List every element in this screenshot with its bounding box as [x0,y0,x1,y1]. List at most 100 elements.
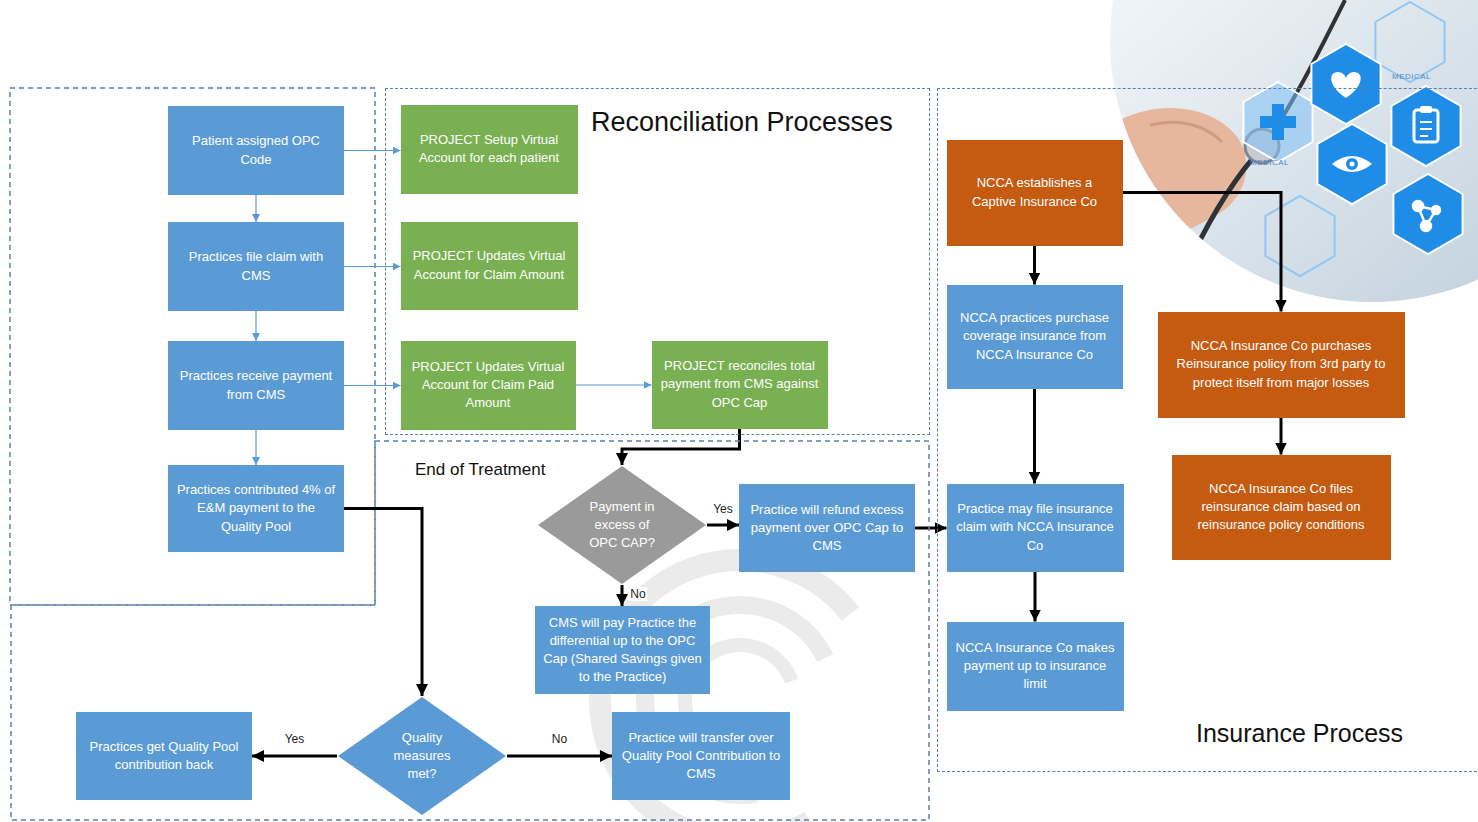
decision-diamond: Payment in excess of OPC CAP? [537,465,707,585]
process-box: PROJECT reconciles total payment from CM… [652,341,828,429]
heart-icon [1331,72,1360,98]
connector [707,524,739,527]
clipboard-body [1414,110,1438,142]
hexagon [1391,86,1460,166]
process-box: Practice may file insurance claim with N… [947,484,1124,572]
box-text: NCCA Insurance Co purchases Reinsurance … [1166,337,1397,392]
edge-label: Yes [711,502,735,516]
box-text: NCCA Insurance Co files reinsurance clai… [1180,480,1383,535]
connector [915,527,947,530]
hexagon [1243,82,1312,162]
box-text: PROJECT Updates Virtual Account for Clai… [409,247,570,283]
box-text: Practices contributed 4% of E&M payment … [176,481,336,536]
cross-icon [1260,104,1296,140]
process-box: NCCA Insurance Co purchases Reinsurance … [1158,312,1405,418]
process-box: PROJECT Updates Virtual Account for Clai… [401,341,576,430]
atom [1421,221,1431,231]
hexagon [1375,2,1444,82]
region-outline [10,88,375,605]
connector [252,755,337,758]
box-text: Practice will transfer over Quality Pool… [620,729,782,784]
connector [621,585,624,606]
hexagon [1393,174,1462,254]
process-box: Practice will transfer over Quality Pool… [612,712,790,800]
region-heading: Insurance Process [1196,719,1403,748]
connector [576,384,652,385]
hexagon [1311,44,1380,124]
connector [344,509,422,697]
connector [622,429,740,466]
connector [344,385,401,386]
connector [1034,572,1037,622]
process-box: NCCA establishes a Captive Insurance Co [947,140,1123,246]
connector [1280,418,1283,455]
process-box: NCCA Insurance Co makes payment up to in… [947,622,1124,711]
region-panel: PROJECT Setup Virtual Account for each p… [385,88,930,435]
edge-label: Yes [283,732,307,746]
atom [1432,206,1440,214]
molecule-icon [1413,201,1440,231]
connector [344,266,401,267]
process-box: PROJECT Updates Virtual Account for Clai… [401,222,578,310]
connector [255,311,256,341]
connector [507,755,612,758]
process-box: Practices file claim with CMS [168,222,344,311]
box-text: CMS will pay Practice the differential u… [543,614,702,687]
process-box: NCCA Insurance Co files reinsurance clai… [1172,455,1391,560]
process-box: Practice will refund excess payment over… [739,484,915,572]
connector [1033,246,1036,285]
box-text: NCCA practices purchase coverage insuran… [955,309,1115,364]
clipboard-lines [1420,122,1432,136]
clipboard-icon [1414,106,1438,142]
box-text: Practices receive payment from CMS [176,367,336,403]
medical-illustration [1100,0,1478,310]
process-box: PROJECT Setup Virtual Account for each p… [401,105,578,194]
watermark-text: MEDICAL [1392,72,1431,81]
decision-text: Payment in excess of OPC CAP? [584,498,660,553]
box-text: NCCA establishes a Captive Insurance Co [955,174,1115,210]
region-panel: Payment in excess of OPC CAP? Practice wi… [10,440,930,822]
stethoscope-tube [1168,148,1262,310]
process-box: CMS will pay Practice the differential u… [535,606,710,694]
process-box: Practices contributed 4% of E&M payment … [168,465,344,552]
edge-label: No [550,732,569,746]
edge-label: No [628,587,647,601]
decision-text: Quality measures met? [384,729,460,784]
hexagon [1317,124,1386,204]
connector [344,150,401,151]
box-text: PROJECT reconciles total payment from CM… [660,357,820,412]
eye-icon [1332,156,1372,172]
hand [1120,108,1246,250]
watermark-text: MEDICAL [1250,158,1289,167]
region-panel: NCCA establishes a Captive Insurance Co N… [937,88,1478,772]
diamond-fill [338,697,506,815]
box-text: NCCA Insurance Co makes payment up to in… [955,639,1116,694]
connector [1123,193,1282,312]
region-heading: Reconciliation Processes [591,107,893,138]
connector [255,430,256,465]
eye-glint [1350,162,1355,167]
hexagon [1265,196,1334,276]
decision-diamond: Quality measures met? [337,696,507,816]
box-text: Patient assigned OPC Code [176,132,336,168]
process-box: Practices get Quality Pool contribution … [76,712,252,800]
region-heading: End of Treatment [415,460,545,480]
box-text: Practice may file insurance claim with N… [955,500,1116,555]
photo-ground [1100,0,1478,310]
eye-shape [1332,156,1372,172]
clipboard-clip [1420,106,1432,113]
region-border [11,441,929,820]
box-text: Practices get Quality Pool contribution … [84,738,244,774]
process-box: Patient assigned OPC Code [168,106,344,195]
eye-iris [1346,158,1358,170]
box-text: Practice will refund excess payment over… [747,501,907,556]
diamond-fill [538,466,706,584]
connector [255,195,256,222]
connector [1033,389,1036,484]
box-text: PROJECT Setup Virtual Account for each p… [409,131,570,167]
box-text: PROJECT Updates Virtual Account for Clai… [409,358,568,413]
finger-line [1150,122,1222,142]
box-text: Practices file claim with CMS [176,248,336,284]
process-box: Practices receive payment from CMS [168,341,344,430]
